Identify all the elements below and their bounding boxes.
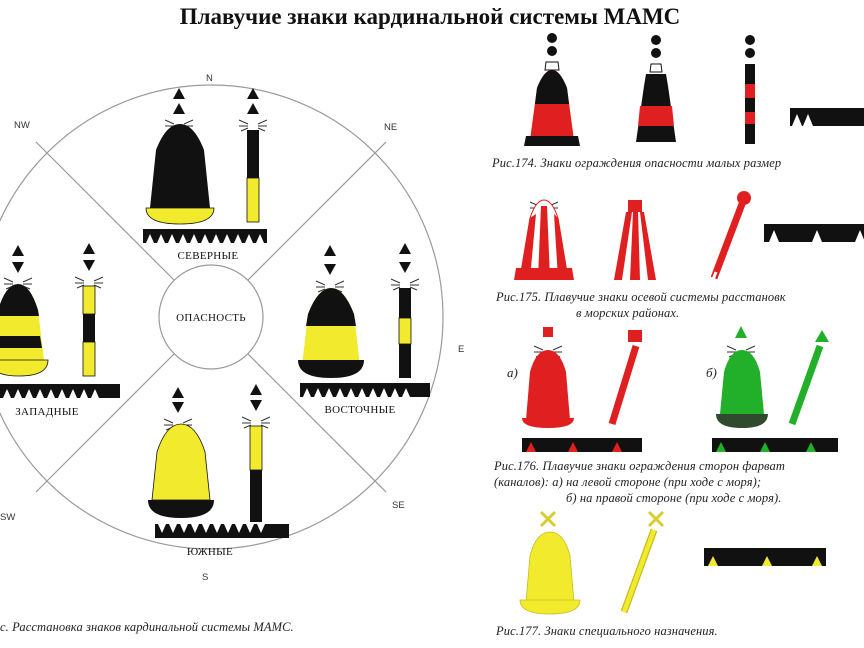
west-cardinal-marks: ЗАПАДНЫЕ [0, 243, 120, 418]
east-cardinal-marks: ВОСТОЧНЫЕ [298, 243, 430, 416]
sector-label-south: ЮЖНЫЕ [187, 546, 233, 558]
compass-ne: NE [384, 122, 397, 133]
sector-label-north: СЕВЕРНЫЕ [178, 250, 239, 262]
compass-n: N [206, 73, 213, 84]
fig176-lateral-marks: а) б) [507, 326, 838, 452]
label-b: б) [706, 365, 717, 380]
south-cardinal-marks: ЮЖНЫЕ [148, 384, 289, 558]
fig175-safe-water-marks [514, 191, 864, 283]
compass-s: S [202, 572, 208, 583]
compass-e: E [458, 344, 464, 355]
fig177-special-marks [519, 510, 826, 615]
caption-fig175-line2: в морских районах. [576, 306, 680, 320]
caption-fig176-line1: Рис.176. Плавучие знаки ограждения сторо… [494, 459, 785, 473]
center-label: ОПАСНОСТЬ [176, 312, 246, 324]
caption-fig176-line2: (каналов): а) на левой стороне (при ходе… [494, 475, 762, 489]
sector-label-east: ВОСТОЧНЫЕ [324, 404, 395, 416]
caption-fig177: Рис.177. Знаки специального назначения. [496, 624, 718, 638]
compass-se: SE [392, 500, 405, 511]
caption-main: с. Расстановка знаков кардинальной систе… [0, 620, 294, 634]
compass-sw: SW [0, 512, 15, 523]
sector-label-west: ЗАПАДНЫЕ [15, 406, 79, 418]
page-title: Плавучие знаки кардинальной системы МАМС [179, 4, 681, 29]
caption-fig175-line1: Рис.175. Плавучие знаки осевой системы р… [496, 290, 786, 304]
label-a: а) [507, 365, 518, 380]
caption-fig174: Рис.174. Знаки ограждения опасности малы… [492, 156, 782, 170]
compass-nw: NW [14, 120, 30, 131]
north-cardinal-marks: СЕВЕРНЫЕ [143, 88, 268, 262]
caption-fig176-line3: б) на правой стороне (при ходе с моря). [566, 491, 782, 505]
fig174-isolated-danger-marks [524, 33, 864, 146]
compass-rose: N S E NW NE SE SW ОПАСНОСТЬ [0, 73, 464, 583]
